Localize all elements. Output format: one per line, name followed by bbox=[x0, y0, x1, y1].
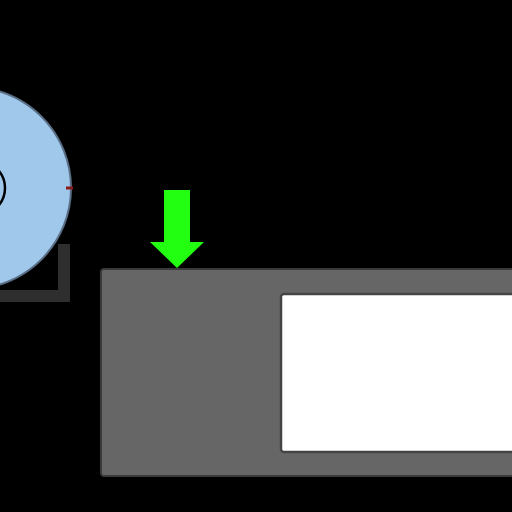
arrow-down-icon bbox=[150, 190, 204, 268]
disc-holder-bracket bbox=[0, 244, 70, 302]
disc-drive-slot bbox=[279, 292, 512, 454]
disc-hub-ring bbox=[0, 170, 7, 206]
disc-assembly bbox=[0, 90, 73, 302]
disc-drive bbox=[100, 268, 512, 477]
